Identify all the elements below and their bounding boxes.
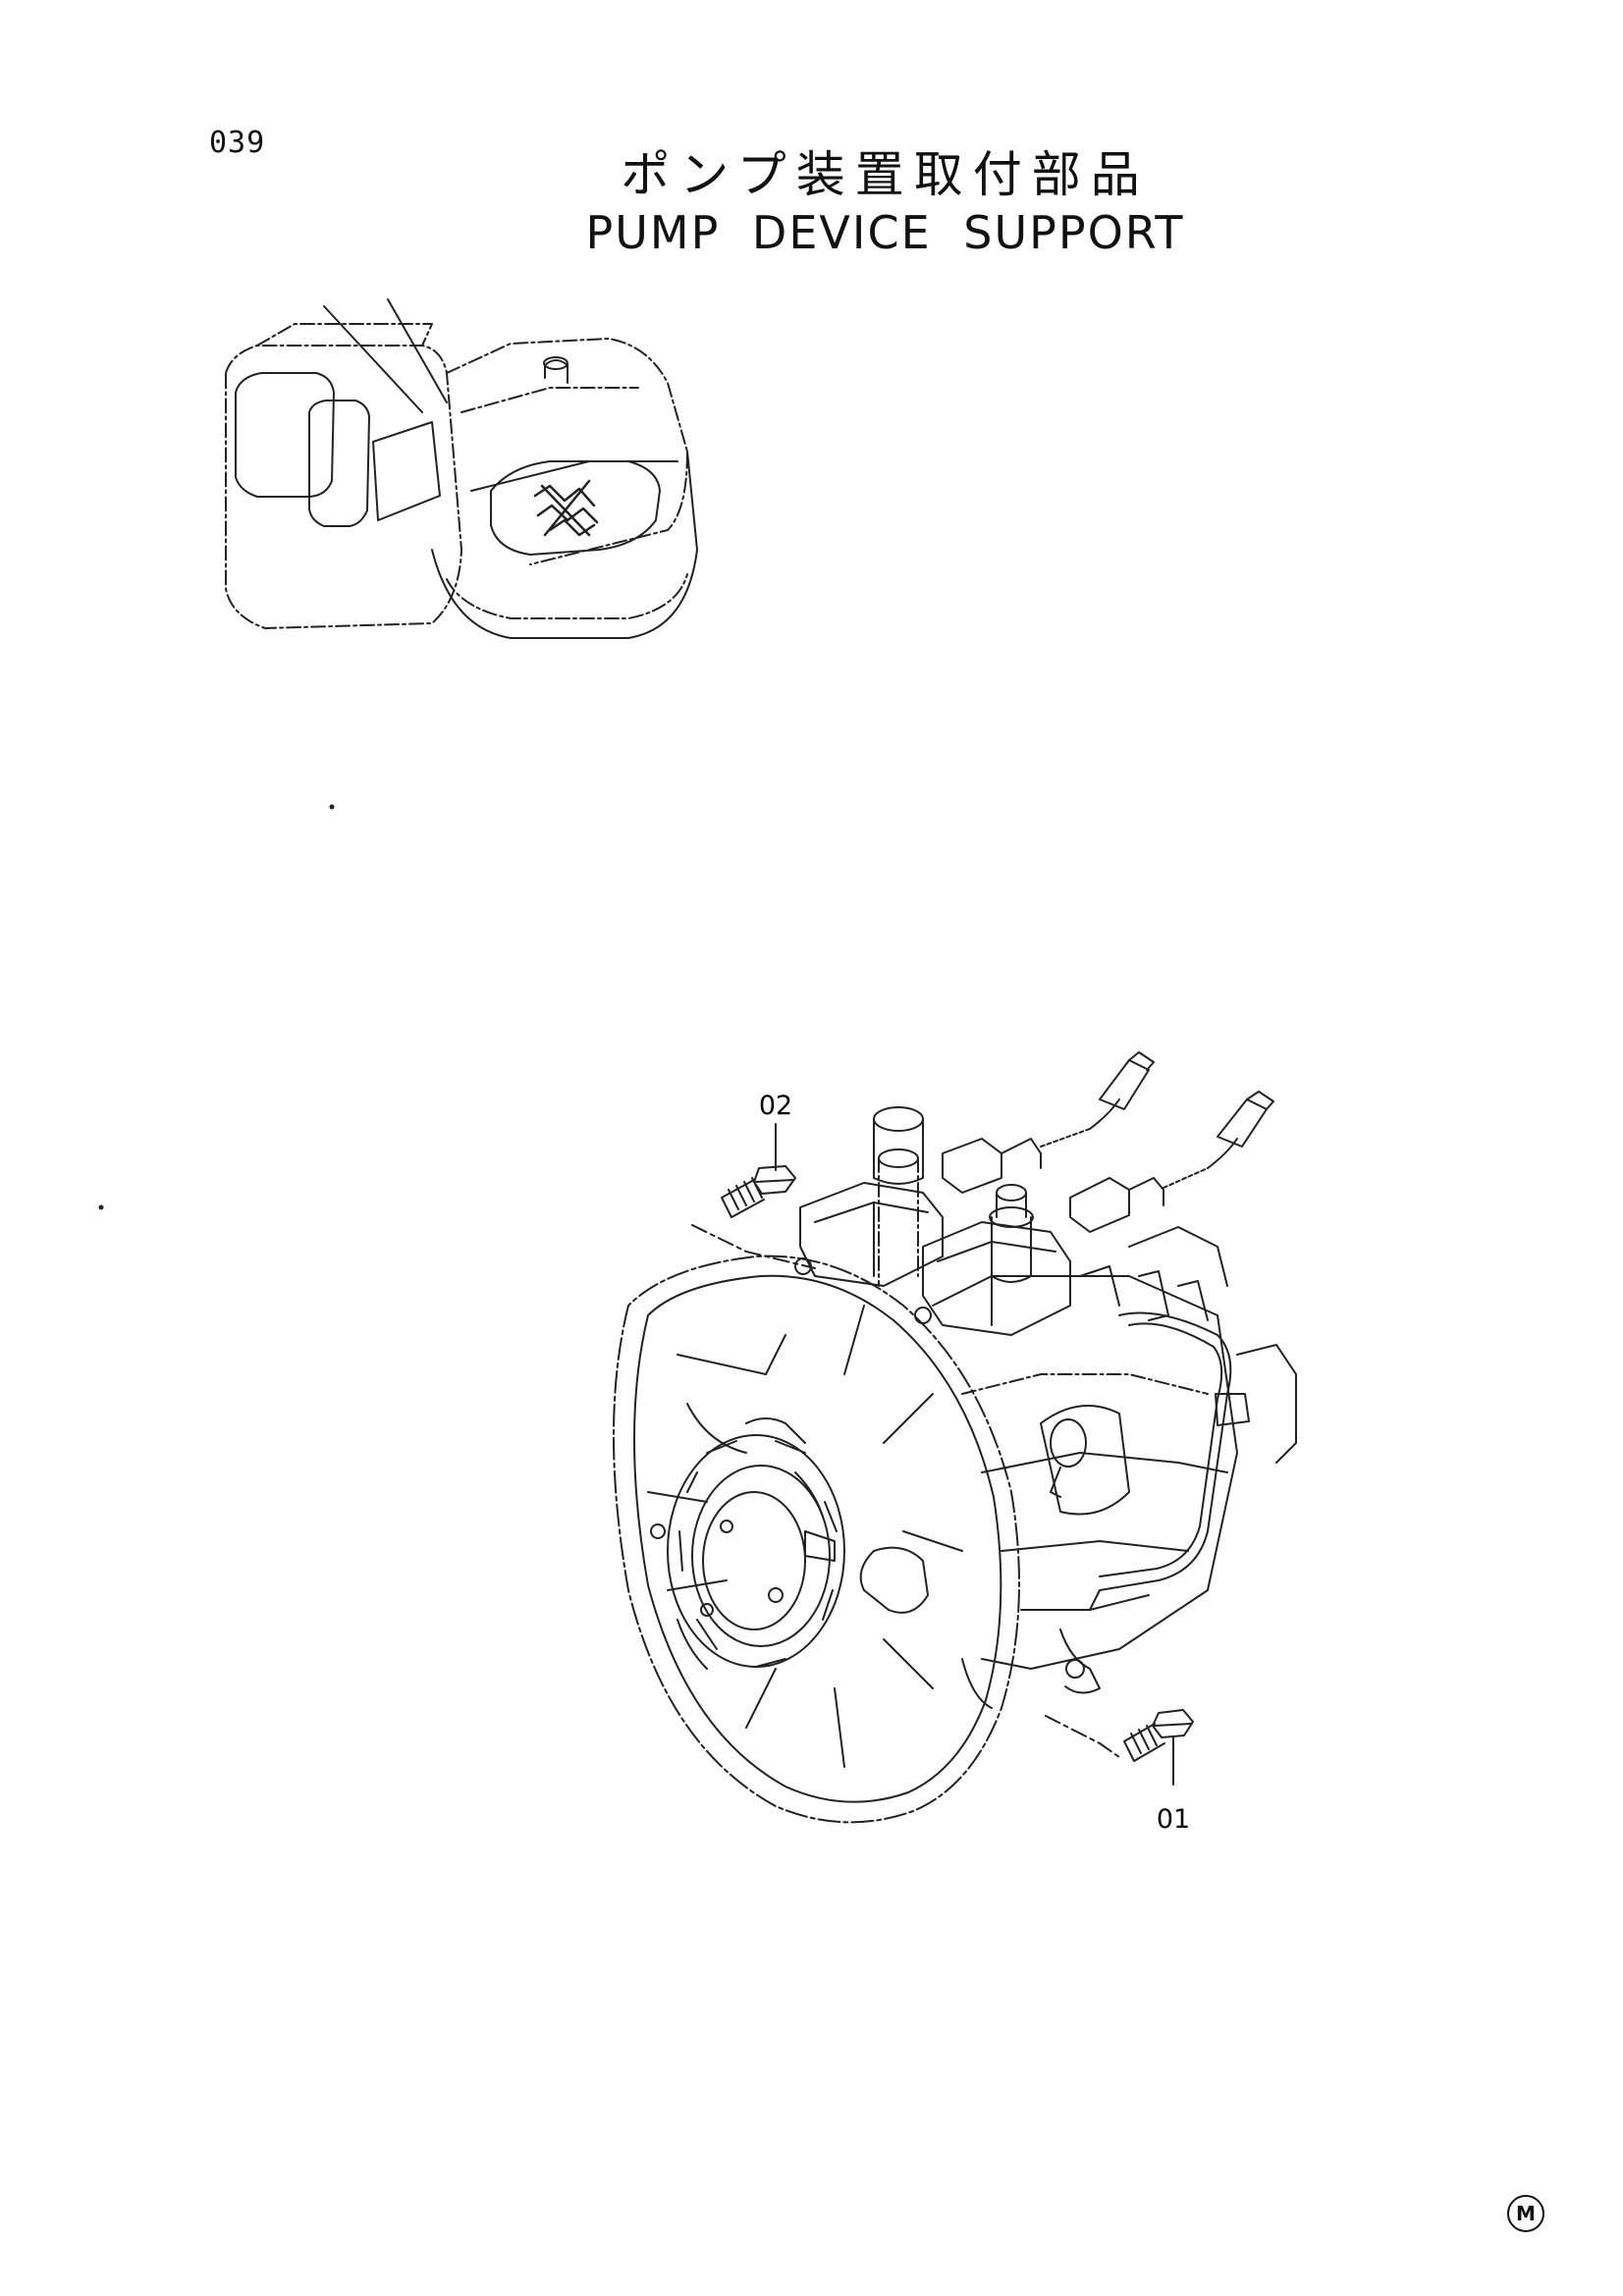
callout-02-label: 02: [759, 1091, 792, 1121]
pump-device-figure: [613, 1051, 1297, 1824]
page-title-jp: ポンプ装置取付部品: [621, 146, 1150, 203]
m-mark: M: [1507, 2195, 1544, 2232]
bolt-01-figure: [1045, 1709, 1194, 1786]
excavator-locator-figure: [225, 298, 698, 639]
bolt-02-figure: [691, 1123, 816, 1269]
page-title-en: PUMP DEVICE SUPPORT: [585, 206, 1185, 259]
callout-01-label: 01: [1157, 1804, 1190, 1835]
title-block: ポンプ装置取付部品 PUMP DEVICE SUPPORT: [0, 145, 1623, 261]
page-number: 039: [209, 126, 266, 160]
